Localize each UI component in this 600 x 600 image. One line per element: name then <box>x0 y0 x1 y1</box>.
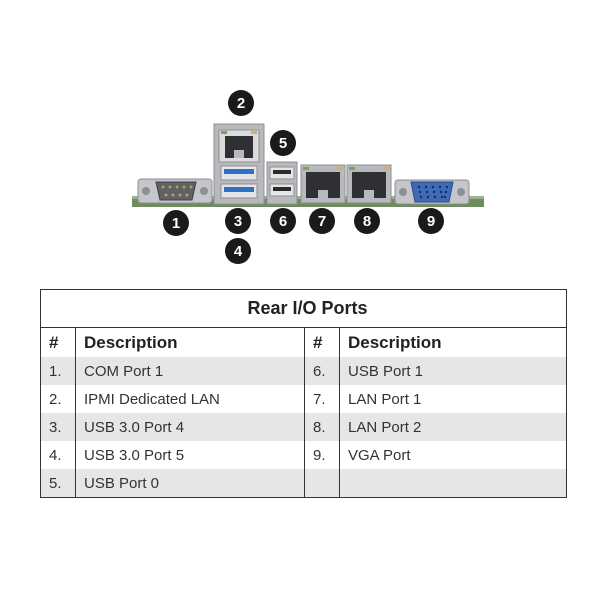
rear-io-ports-table: Rear I/O Ports # Description # Descripti… <box>40 289 567 498</box>
lan-port-1-connector <box>300 164 346 204</box>
row-desc-left: USB 3.0 Port 4 <box>75 413 305 441</box>
callout-9: 9 <box>418 208 444 234</box>
row-num-left: 1. <box>40 357 76 385</box>
table-row: 5. USB Port 0 <box>40 469 567 498</box>
row-desc-right: LAN Port 1 <box>339 385 567 413</box>
row-desc-left: USB Port 0 <box>75 469 305 498</box>
callout-4: 4 <box>225 238 251 264</box>
ipmi-lan-usb3-stack <box>213 123 265 205</box>
usb-port-stack <box>266 161 298 205</box>
row-num-right: 7. <box>304 385 340 413</box>
row-num-right: 9. <box>304 441 340 469</box>
vga-port-connector <box>394 179 470 205</box>
table-title: Rear I/O Ports <box>40 289 567 328</box>
row-num-left: 5. <box>40 469 76 498</box>
row-desc-left: IPMI Dedicated LAN <box>75 385 305 413</box>
table-title-row: Rear I/O Ports <box>40 289 567 328</box>
row-num-left: 3. <box>40 413 76 441</box>
lan-port-2-connector <box>346 164 392 204</box>
callout-6: 6 <box>270 208 296 234</box>
row-num-left: 4. <box>40 441 76 469</box>
row-num-right: 8. <box>304 413 340 441</box>
header-num-left: # <box>40 327 76 357</box>
table-row: 2. IPMI Dedicated LAN 7. LAN Port 1 <box>40 385 567 413</box>
table-header-row: # Description # Description <box>40 327 567 357</box>
callout-1: 1 <box>163 210 189 236</box>
row-desc-right-empty <box>339 469 567 498</box>
row-desc-left: USB 3.0 Port 5 <box>75 441 305 469</box>
row-num-right: 6. <box>304 357 340 385</box>
header-desc-left: Description <box>75 327 305 357</box>
callout-3: 3 <box>225 208 251 234</box>
rear-io-diagram: 1 2 3 4 5 6 7 8 9 <box>0 0 600 280</box>
callout-2: 2 <box>228 90 254 116</box>
row-desc-left: COM Port 1 <box>75 357 305 385</box>
table-row: 4. USB 3.0 Port 5 9. VGA Port <box>40 441 567 469</box>
row-desc-right: VGA Port <box>339 441 567 469</box>
rear-io-illustration <box>132 123 484 207</box>
row-num-left: 2. <box>40 385 76 413</box>
callout-7: 7 <box>309 208 335 234</box>
row-desc-right: USB Port 1 <box>339 357 567 385</box>
header-desc-right: Description <box>339 327 567 357</box>
table-row: 3. USB 3.0 Port 4 8. LAN Port 2 <box>40 413 567 441</box>
row-desc-right: LAN Port 2 <box>339 413 567 441</box>
callout-8: 8 <box>354 208 380 234</box>
com-port-connector <box>137 178 213 204</box>
table-row: 1. COM Port 1 6. USB Port 1 <box>40 357 567 385</box>
row-num-right-empty <box>304 469 340 498</box>
header-num-right: # <box>304 327 340 357</box>
callout-5: 5 <box>270 130 296 156</box>
